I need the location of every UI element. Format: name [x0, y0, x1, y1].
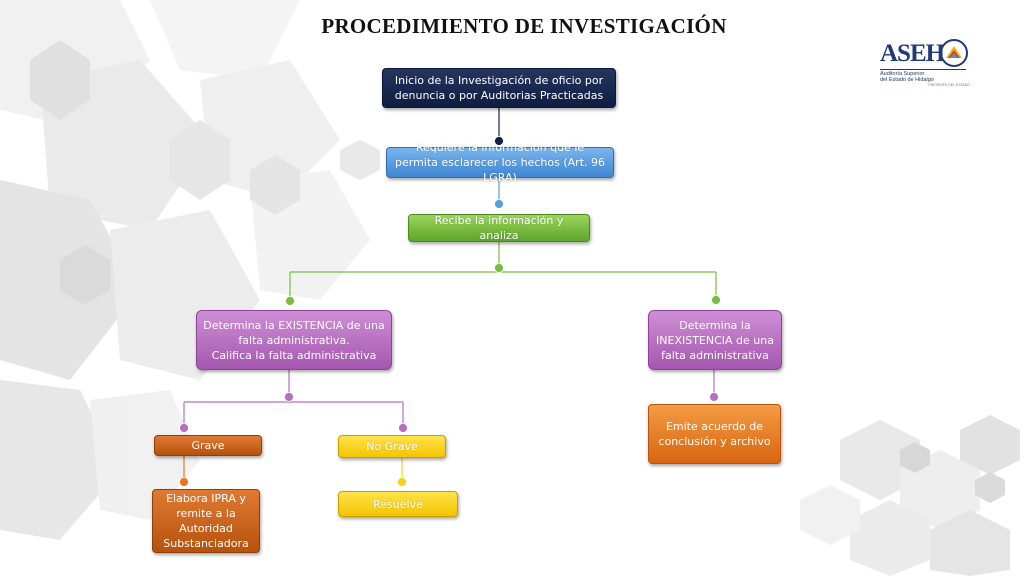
existencia-box: Determina la EXISTENCIA de una falta adm…	[196, 310, 392, 370]
connector-dot	[494, 136, 504, 146]
elabora-text: Elabora IPRA y remite a la Autoridad Sub…	[163, 492, 249, 550]
inicio-box: Inicio de la Investigación de oficio por…	[382, 68, 616, 108]
emite-text: Emite acuerdo de conclusión y archivo	[658, 420, 771, 448]
connector-dot	[494, 199, 504, 209]
inexistencia-box: Determina la INEXISTENCIA de una falta a…	[648, 310, 782, 370]
grave-text: Grave	[191, 439, 225, 452]
connector-dot	[179, 477, 189, 487]
connector-dot	[711, 295, 721, 305]
existencia-text: Determina la EXISTENCIA de una falta adm…	[203, 318, 385, 362]
emite-box: Emite acuerdo de conclusión y archivo	[648, 404, 781, 464]
recibe-text: Recibe la información y analiza	[434, 214, 564, 242]
connector-dot	[494, 263, 504, 273]
connector-dot	[397, 477, 407, 487]
recibe-box: Recibe la información y analiza	[408, 214, 590, 242]
connector-dot	[284, 392, 294, 402]
logo-line-2: del Estado de Hidalgo	[880, 77, 934, 83]
inexistencia-text: Determina la INEXISTENCIA de una falta a…	[656, 318, 774, 362]
no-grave-box: No Grave	[338, 435, 446, 458]
requiere-box: Requiere la información que le permita e…	[386, 141, 614, 184]
book-logo-icon	[940, 39, 968, 67]
logo-tagline: PRESENTE DEL ESTADO	[928, 83, 970, 87]
logo-name: ASEH	[880, 40, 945, 67]
aseh-logo: ASEH Auditoría Superior del Estado de Hi…	[878, 38, 972, 90]
grave-box: Grave	[154, 435, 262, 456]
logo-divider	[880, 69, 966, 70]
no-grave-text: No Grave	[366, 440, 418, 453]
resuelve-box: Resuelve	[338, 491, 458, 517]
connector-dot	[709, 392, 719, 402]
page-title: PROCEDIMIENTO DE INVESTIGACIÓN	[321, 14, 727, 38]
resuelve-text: Resuelve	[373, 497, 423, 511]
elabora-box: Elabora IPRA y remite a la Autoridad Sub…	[152, 489, 260, 553]
connector-dot	[179, 423, 189, 433]
connector-dot	[285, 296, 295, 306]
inicio-text: Inicio de la Investigación de oficio por…	[394, 74, 604, 102]
logo-line-1: Auditoría Superior	[880, 71, 925, 77]
connector-dot	[398, 423, 408, 433]
requiere-text: Requiere la información que le permita e…	[395, 141, 605, 184]
